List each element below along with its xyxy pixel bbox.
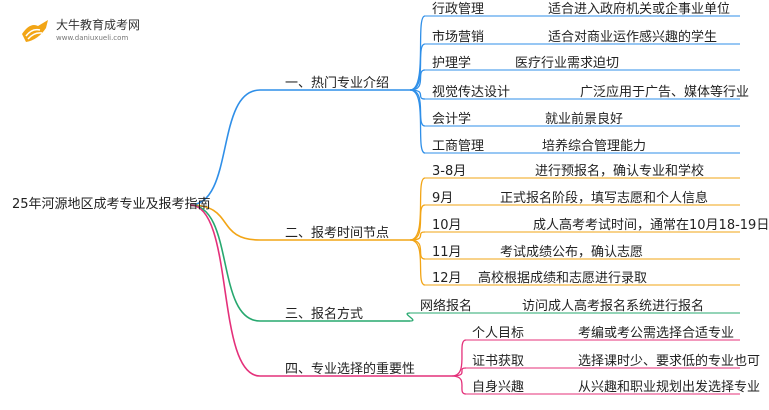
mindmap-root: 25年河源地区成考专业及报考指南 bbox=[12, 197, 211, 212]
child-description: 适合进入政府机关或企事业单位 bbox=[548, 2, 731, 17]
child-title: 自身兴趣 bbox=[472, 380, 525, 395]
branch-connector bbox=[189, 204, 261, 377]
child-title: 行政管理 bbox=[432, 2, 485, 17]
child-description: 高校根据成绩和志愿进行录取 bbox=[478, 271, 648, 286]
child-connector bbox=[409, 239, 426, 260]
branch-label: 四、专业选择的重要性 bbox=[285, 362, 416, 377]
child-description: 适合对商业运作感兴趣的学生 bbox=[548, 30, 718, 45]
child-title: 护理学 bbox=[432, 56, 472, 71]
site-logo: 大牛教育成考网 www.daniuxueli.com bbox=[18, 14, 178, 50]
branch-connector bbox=[189, 89, 261, 206]
child-description: 广泛应用于广告、媒体等行业 bbox=[580, 85, 750, 100]
child-description: 从兴趣和职业规划出发选择专业 bbox=[578, 380, 761, 395]
child-connector bbox=[409, 239, 426, 286]
child-title: 12月 bbox=[432, 271, 462, 286]
branch-label: 一、热门专业介绍 bbox=[285, 76, 390, 91]
child-connector bbox=[409, 15, 426, 91]
child-title: 视觉传达设计 bbox=[432, 85, 511, 100]
child-connector bbox=[409, 177, 426, 241]
child-connector bbox=[406, 312, 414, 322]
child-description: 成人高考考试时间，通常在10月18-19日 bbox=[533, 218, 769, 233]
child-title: 11月 bbox=[432, 245, 462, 260]
child-title: 证书获取 bbox=[472, 354, 525, 369]
branch-label: 三、报名方式 bbox=[285, 307, 364, 322]
child-connector bbox=[409, 69, 426, 91]
branch-connector bbox=[189, 204, 261, 241]
branch-connector bbox=[189, 204, 261, 322]
child-description: 培养综合管理能力 bbox=[542, 139, 647, 154]
child-description: 进行预报名，确认专业和学校 bbox=[535, 164, 705, 179]
child-description: 考试成绩公布，确认志愿 bbox=[500, 245, 644, 260]
child-description: 考编或考公需选择合适专业 bbox=[578, 326, 735, 341]
child-description: 医疗行业需求迫切 bbox=[515, 56, 620, 71]
child-title: 工商管理 bbox=[432, 139, 485, 154]
child-title: 网络报名 bbox=[420, 299, 473, 314]
child-title: 会计学 bbox=[432, 112, 472, 127]
child-description: 就业前景良好 bbox=[545, 112, 624, 127]
child-description: 选择课时少、要求低的专业也可 bbox=[578, 354, 761, 369]
child-connector bbox=[409, 43, 426, 91]
child-title: 10月 bbox=[432, 218, 462, 233]
child-connector bbox=[451, 375, 467, 395]
logo-title: 大牛教育成考网 bbox=[56, 18, 141, 32]
child-title: 个人目标 bbox=[472, 326, 525, 341]
child-description: 访问成人高考报名系统进行报名 bbox=[522, 299, 705, 314]
child-connector bbox=[451, 339, 467, 377]
logo-subtitle: www.daniuxueli.com bbox=[56, 34, 129, 42]
branch-label: 二、报考时间节点 bbox=[285, 226, 390, 241]
child-title: 3-8月 bbox=[432, 164, 467, 179]
child-connector bbox=[409, 89, 426, 154]
child-connector bbox=[409, 204, 426, 241]
mindmap-connectors bbox=[189, 15, 740, 395]
child-description: 正式报名阶段，填写志愿和个人信息 bbox=[500, 191, 709, 206]
child-title: 9月 bbox=[432, 191, 454, 206]
child-title: 市场营销 bbox=[432, 30, 485, 45]
logo-book-icon bbox=[22, 20, 48, 42]
